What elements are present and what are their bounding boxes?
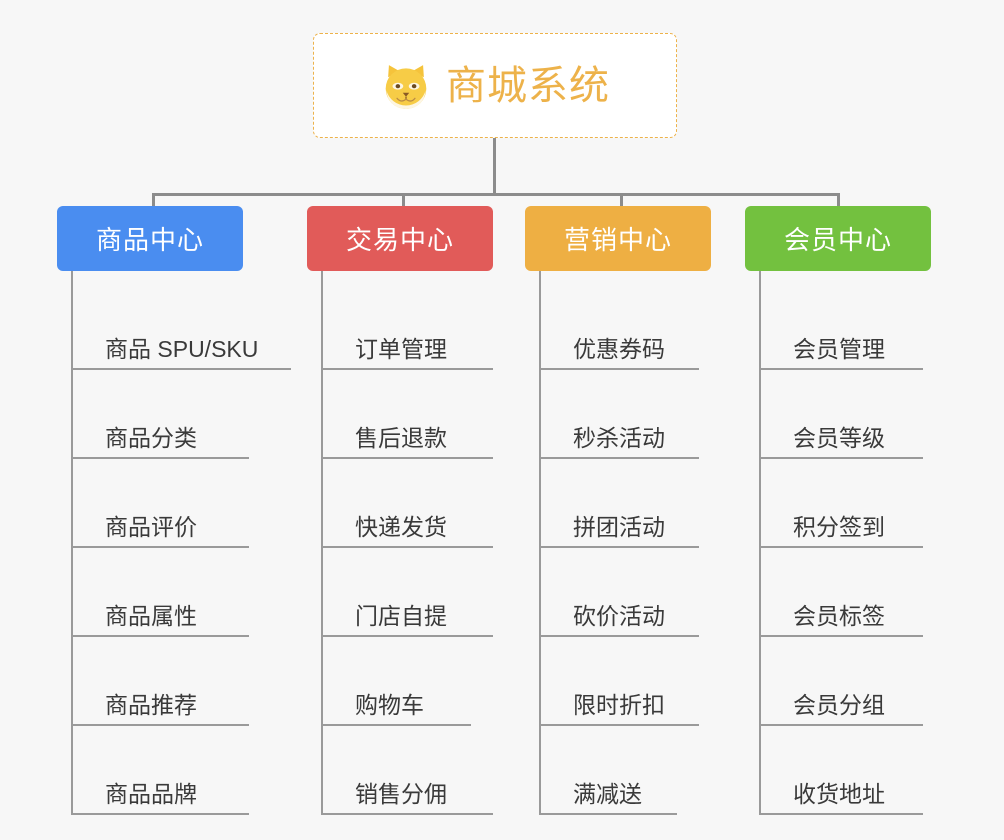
category-title: 营销中心 <box>563 225 672 255</box>
leaf-item[interactable]: 商品评价 <box>73 459 249 548</box>
leaf-label: 商品评价 <box>105 514 197 541</box>
leaf-item[interactable]: 销售分佣 <box>323 726 493 815</box>
leaf-label: 商品品牌 <box>105 781 197 808</box>
leaf-label: 门店自提 <box>355 603 447 630</box>
leaf-list-marketing-center: 优惠券码 秒杀活动 拼团活动 砍价活动 限时折扣 满减送 <box>539 271 711 815</box>
leaf-label: 会员标签 <box>793 603 885 630</box>
branch-product-center: 商品中心 商品 SPU/SKU 商品分类 商品评价 商品属性 商品推荐 商品品牌 <box>57 206 291 815</box>
leaf-item[interactable]: 商品属性 <box>73 548 249 637</box>
leaf-item[interactable]: 会员等级 <box>761 370 923 459</box>
leaf-item[interactable]: 订单管理 <box>323 281 493 370</box>
leaf-label: 商品属性 <box>105 603 197 630</box>
leaf-label: 快递发货 <box>355 514 447 541</box>
leaf-list-product-center: 商品 SPU/SKU 商品分类 商品评价 商品属性 商品推荐 商品品牌 <box>71 271 291 815</box>
connector-drop-1 <box>152 193 155 208</box>
leaf-item[interactable]: 拼团活动 <box>541 459 699 548</box>
category-title: 商品中心 <box>95 225 204 255</box>
leaf-label: 会员等级 <box>793 425 885 452</box>
connector-stem <box>493 138 496 195</box>
leaf-label: 购物车 <box>355 692 424 719</box>
leaf-item[interactable]: 会员标签 <box>761 548 923 637</box>
leaf-item[interactable]: 购物车 <box>323 637 471 726</box>
leaf-label: 满减送 <box>573 781 642 808</box>
leaf-item[interactable]: 优惠券码 <box>541 281 699 370</box>
leaf-item[interactable]: 积分签到 <box>761 459 923 548</box>
leaf-label: 会员分组 <box>793 692 885 719</box>
branch-member-center: 会员中心 会员管理 会员等级 积分签到 会员标签 会员分组 收货地址 <box>745 206 931 815</box>
shiba-dog-icon <box>385 64 427 109</box>
branch-trade-center: 交易中心 订单管理 售后退款 快递发货 门店自提 购物车 销售分佣 <box>307 206 493 815</box>
branch-marketing-center: 营销中心 优惠券码 秒杀活动 拼团活动 砍价活动 限时折扣 满减送 <box>525 206 711 815</box>
connector-bar <box>152 193 840 196</box>
leaf-label: 拼团活动 <box>573 514 665 541</box>
leaf-label: 优惠券码 <box>573 336 665 363</box>
leaf-list-member-center: 会员管理 会员等级 积分签到 会员标签 会员分组 收货地址 <box>759 271 931 815</box>
connector-drop-3 <box>620 193 623 208</box>
category-header-product-center[interactable]: 商品中心 <box>57 206 243 271</box>
category-header-trade-center[interactable]: 交易中心 <box>307 206 493 271</box>
leaf-item[interactable]: 快递发货 <box>323 459 493 548</box>
leaf-item[interactable]: 门店自提 <box>323 548 493 637</box>
leaf-label: 收货地址 <box>793 781 885 808</box>
leaf-label: 会员管理 <box>793 336 885 363</box>
root-node[interactable]: 商城系统 <box>313 33 677 138</box>
leaf-item[interactable]: 商品分类 <box>73 370 249 459</box>
leaf-item[interactable]: 商品推荐 <box>73 637 249 726</box>
leaf-item[interactable]: 收货地址 <box>761 726 923 815</box>
leaf-label: 销售分佣 <box>355 781 447 808</box>
leaf-label: 商品分类 <box>105 425 197 452</box>
leaf-item[interactable]: 会员管理 <box>761 281 923 370</box>
connector-drop-2 <box>402 193 405 208</box>
leaf-label: 订单管理 <box>355 336 447 363</box>
category-header-marketing-center[interactable]: 营销中心 <box>525 206 711 271</box>
connector-drop-4 <box>837 193 840 208</box>
leaf-item[interactable]: 会员分组 <box>761 637 923 726</box>
leaf-item[interactable]: 限时折扣 <box>541 637 699 726</box>
leaf-item[interactable]: 商品品牌 <box>73 726 249 815</box>
leaf-label: 售后退款 <box>355 425 447 452</box>
category-title: 会员中心 <box>783 225 892 255</box>
root-title: 商城系统 <box>446 63 610 108</box>
leaf-item[interactable]: 商品 SPU/SKU <box>73 281 291 370</box>
leaf-item[interactable]: 砍价活动 <box>541 548 699 637</box>
leaf-label: 砍价活动 <box>573 603 665 630</box>
leaf-label: 商品推荐 <box>105 692 197 719</box>
leaf-item[interactable]: 售后退款 <box>323 370 493 459</box>
leaf-label: 限时折扣 <box>573 692 665 719</box>
leaf-list-trade-center: 订单管理 售后退款 快递发货 门店自提 购物车 销售分佣 <box>321 271 493 815</box>
leaf-item[interactable]: 秒杀活动 <box>541 370 699 459</box>
leaf-label: 积分签到 <box>793 514 885 541</box>
category-header-member-center[interactable]: 会员中心 <box>745 206 931 271</box>
leaf-label: 商品 SPU/SKU <box>105 336 259 363</box>
leaf-label: 秒杀活动 <box>573 425 665 452</box>
category-title: 交易中心 <box>345 225 454 255</box>
leaf-item[interactable]: 满减送 <box>541 726 677 815</box>
